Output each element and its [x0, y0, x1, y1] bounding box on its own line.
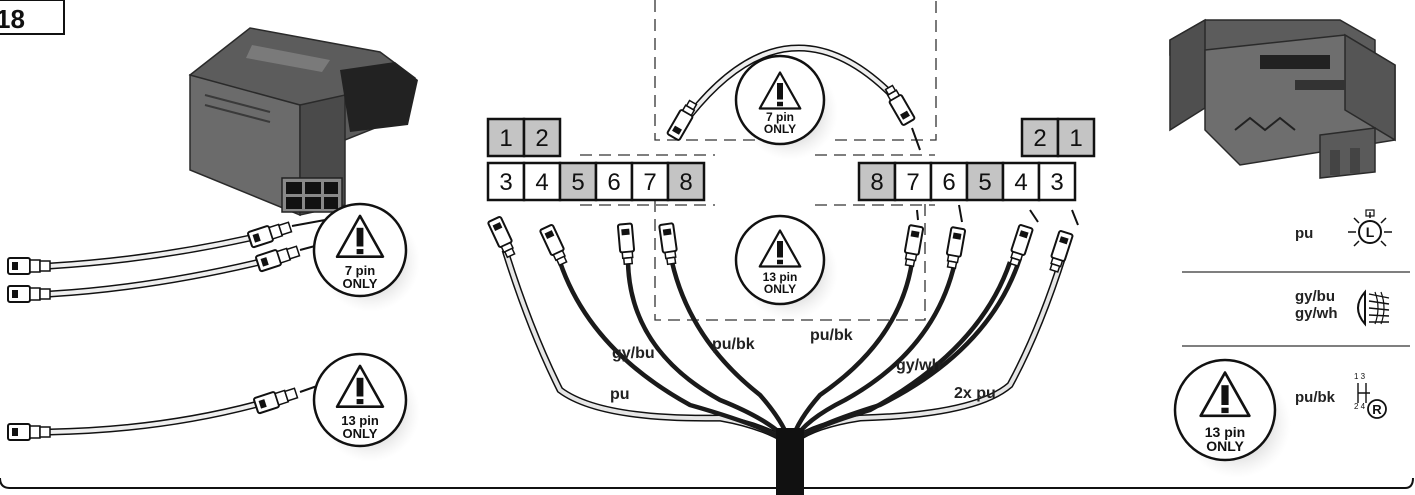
pin-cell-left-4: 4	[522, 161, 562, 202]
warning-7pin-left-line2: ONLY	[343, 276, 378, 291]
fog-light-icon	[1357, 289, 1390, 327]
pin-cell-right-7-label: 7	[906, 169, 919, 196]
pin-cell-right-6-label: 6	[942, 169, 955, 196]
legend-label-gy-wh: gy/wh	[1295, 305, 1338, 322]
legend-label-pu: pu	[1295, 225, 1313, 242]
pin-cell-left-7-label: 7	[643, 169, 656, 196]
warning-7pin-left: 7 pin ONLY	[312, 202, 420, 312]
pin-cell-right-4: 4	[1001, 161, 1041, 202]
warning-7pin-left-line1: 7 pin	[345, 263, 375, 278]
frame-border	[0, 477, 1414, 489]
loose-wires-left	[7, 218, 331, 441]
pin-cell-right-top-2-label: 2	[1033, 125, 1046, 152]
pin-cell-left-top-1-label: 1	[499, 125, 512, 152]
pin-cell-left-top-2: 2	[522, 117, 562, 158]
bridge-wire	[665, 44, 921, 151]
pin-cell-right-6: 6	[929, 161, 969, 202]
svg-text:2 4: 2 4	[1354, 402, 1366, 411]
warning-13pin-left: 13 pin ONLY	[312, 352, 420, 462]
pin-cell-left-3-label: 3	[499, 169, 512, 196]
pin-cell-right-8-label: 8	[870, 169, 883, 196]
legend-label-gy-bu: gy/bu	[1295, 288, 1335, 305]
pin-cell-left-4-label: 4	[535, 169, 548, 196]
reverse-gear-icon: 1 3 2 4 R	[1354, 372, 1387, 419]
warning-7pin-top: 7 pin ONLY	[734, 54, 838, 160]
pin-cell-right-top-1: 1	[1056, 117, 1096, 158]
pin-cell-right-5: 5	[965, 161, 1005, 202]
warning-7pin-top-line2: ONLY	[764, 122, 796, 136]
connector-housing-left	[188, 27, 418, 217]
pin-cell-right-top-1-label: 1	[1069, 125, 1082, 152]
pin-cell-right-3: 3	[1037, 161, 1077, 202]
warning-13pin-left-line1: 13 pin	[341, 413, 379, 428]
pin-cell-left-8-label: 8	[679, 169, 692, 196]
wire-label-pu: pu	[610, 386, 630, 403]
pin-cell-right-8: 8	[857, 161, 897, 202]
warning-13pin-right: 13 pin ONLY	[1173, 358, 1291, 478]
warning-13pin-center-line1: 13 pin	[763, 270, 798, 284]
pin-cell-left-8: 8	[666, 161, 706, 202]
pin-cell-left-3: 3	[486, 161, 526, 202]
pin-cell-right-5-label: 5	[978, 169, 991, 196]
warning-13pin-center: 13 pin ONLY	[734, 214, 838, 320]
pin-cell-left-6: 6	[594, 161, 634, 202]
pin-cell-right-7: 7	[893, 161, 933, 202]
pin-cell-left-top-2-label: 2	[535, 125, 548, 152]
warning-13pin-left-line2: ONLY	[343, 426, 378, 441]
wire-label-gy-bu: gy/bu	[612, 345, 655, 362]
wire-harness	[486, 204, 1079, 495]
pin-cell-right-4-label: 4	[1014, 169, 1027, 196]
warning-7pin-top-line1: 7 pin	[766, 110, 794, 124]
parking-light-icon: L	[1348, 209, 1392, 247]
connector-housing-right	[1169, 18, 1396, 179]
svg-text:L: L	[1366, 224, 1375, 240]
wire-label-2x-pu: 2x pu	[954, 385, 996, 402]
wire-label-pu-bk-right: pu/bk	[810, 327, 853, 344]
warning-13pin-center-line2: ONLY	[764, 282, 796, 296]
pin-cell-left-7: 7	[630, 161, 670, 202]
pin-cell-right-3-label: 3	[1050, 169, 1063, 196]
wire-label-gy-wh: gy/wh	[896, 357, 941, 374]
pin-cell-left-6-label: 6	[607, 169, 620, 196]
step-number: 18	[0, 4, 25, 34]
warning-13pin-right-line2: ONLY	[1206, 438, 1244, 454]
legend-label-pu-bk: pu/bk	[1295, 389, 1336, 406]
pin-cell-left-5-label: 5	[571, 169, 584, 196]
wire-label-pu-bk-left: pu/bk	[712, 336, 755, 353]
svg-text:R: R	[1372, 402, 1382, 417]
step-tab	[0, 0, 65, 35]
legend: pu L gy/bu gy/wh pu/bk 1 3 2 4 R	[1182, 209, 1410, 419]
warning-13pin-right-line1: 13 pin	[1205, 424, 1245, 440]
pin-cell-left-top-1: 1	[486, 117, 526, 158]
svg-text:1 3: 1 3	[1354, 372, 1366, 381]
pin-cell-left-5: 5	[558, 161, 598, 202]
pin-cell-right-top-2: 2	[1020, 117, 1060, 158]
